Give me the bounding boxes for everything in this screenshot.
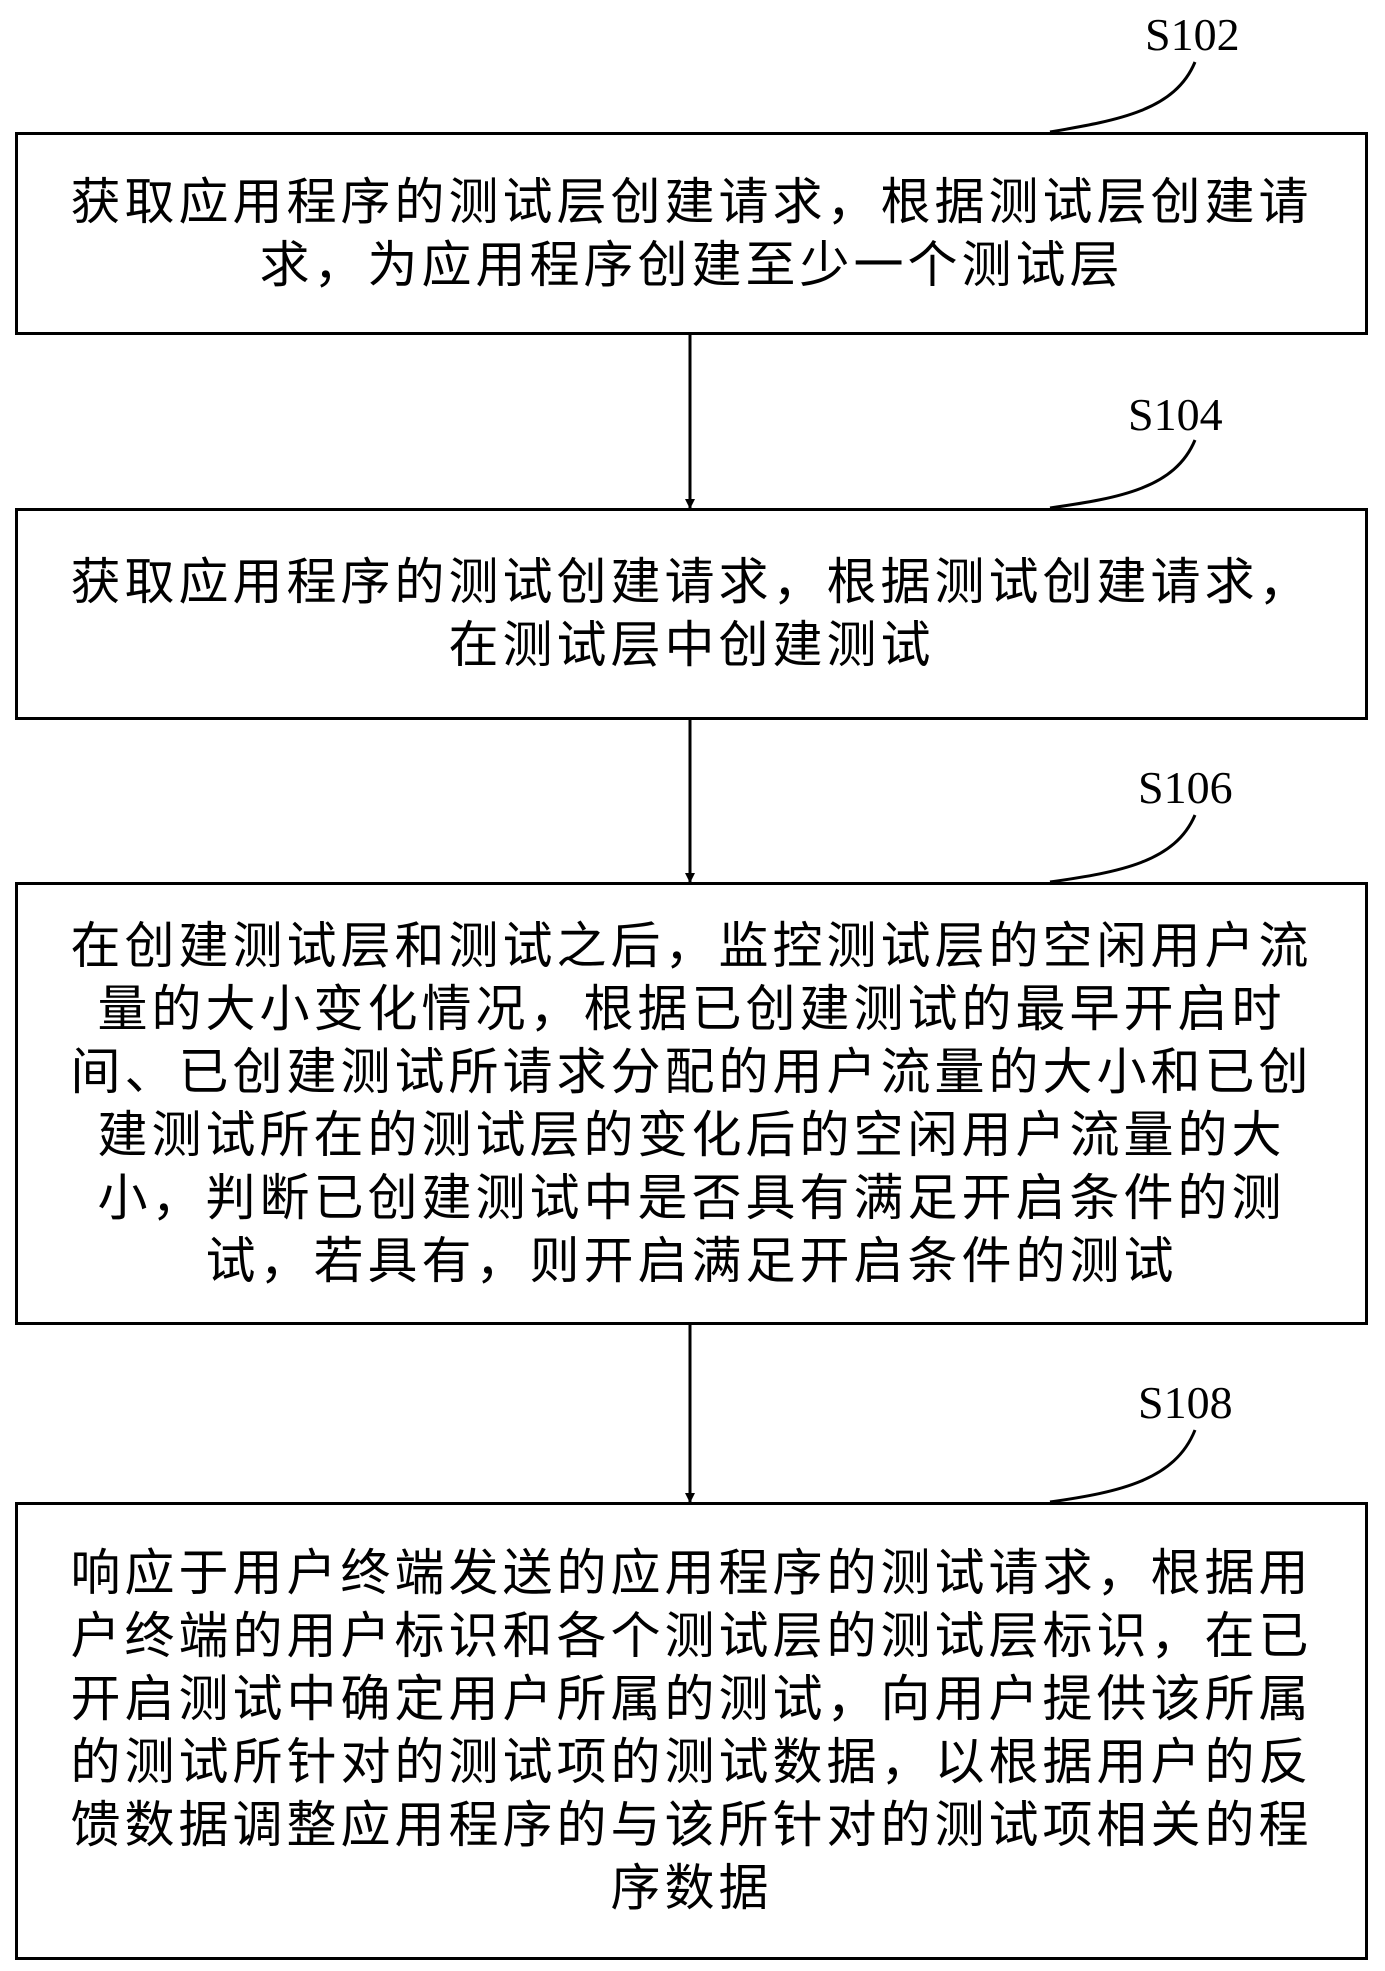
leader-line-s102 xyxy=(1049,61,1197,134)
step-text-s102: 获取应用程序的测试层创建请求，根据测试层创建请求，为应用程序创建至少一个测试层 xyxy=(70,172,1313,294)
step-label-s106: S106 xyxy=(1138,762,1233,813)
step-label-s108: S108 xyxy=(1138,1377,1233,1428)
step-text-s108: 响应于用户终端发送的应用程序的测试请求，根据用户终端的用户标识和各个测试层的测试… xyxy=(70,1544,1313,1917)
leader-line-s108 xyxy=(1049,1429,1197,1504)
step-box-s104: 获取应用程序的测试创建请求，根据测试创建请求，在测试层中创建测试 xyxy=(15,508,1368,720)
step-box-s102: 获取应用程序的测试层创建请求，根据测试层创建请求，为应用程序创建至少一个测试层 xyxy=(15,132,1368,335)
leader-line-s106 xyxy=(1049,814,1197,884)
step-text-s104: 获取应用程序的测试创建请求，根据测试创建请求，在测试层中创建测试 xyxy=(70,553,1313,674)
step-text-s106: 在创建测试层和测试之后，监控测试层的空闲用户流量的大小变化情况，根据已创建测试的… xyxy=(70,916,1313,1290)
step-label-s102: S102 xyxy=(1145,9,1240,60)
step-label-s104: S104 xyxy=(1128,389,1223,440)
leader-line-s104 xyxy=(1049,439,1197,510)
step-box-s106: 在创建测试层和测试之后，监控测试层的空闲用户流量的大小变化情况，根据已创建测试的… xyxy=(15,882,1368,1325)
step-box-s108: 响应于用户终端发送的应用程序的测试请求，根据用户终端的用户标识和各个测试层的测试… xyxy=(15,1502,1368,1960)
